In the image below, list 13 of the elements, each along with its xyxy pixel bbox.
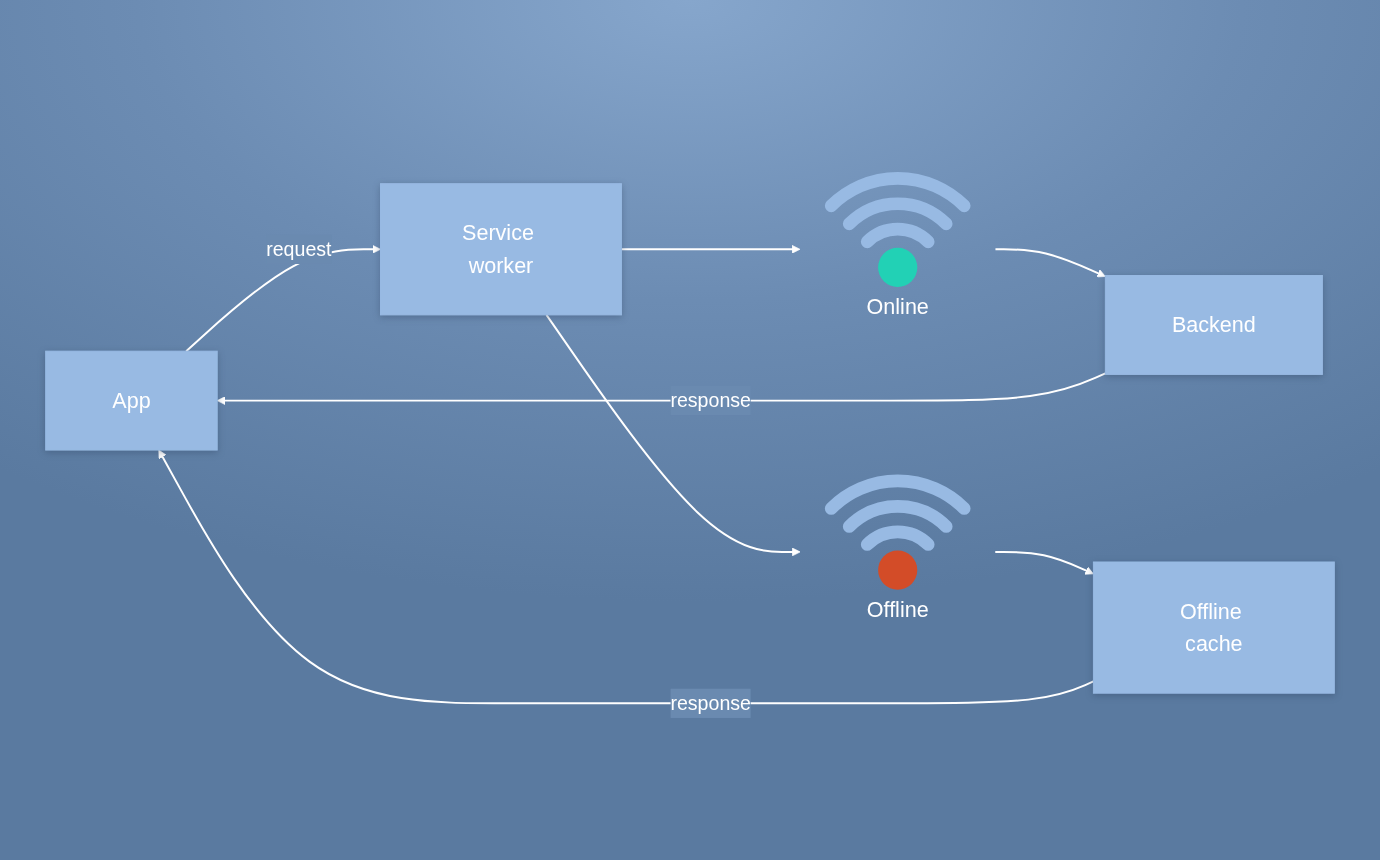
process-box: Offline cache: [1092, 561, 1335, 694]
process-box: Service worker: [380, 183, 622, 316]
process-box: App: [45, 350, 218, 451]
arrow: [994, 550, 1094, 575]
edge-label: response: [670, 688, 751, 718]
process-box: Backend: [1104, 275, 1323, 375]
status-label: Offline: [866, 596, 929, 624]
status-label: Online: [866, 293, 929, 322]
arrow: [216, 372, 1107, 405]
arrow: [545, 313, 801, 557]
arrow: [994, 248, 1106, 278]
arrow: [620, 245, 801, 254]
arrow: [158, 449, 1095, 705]
